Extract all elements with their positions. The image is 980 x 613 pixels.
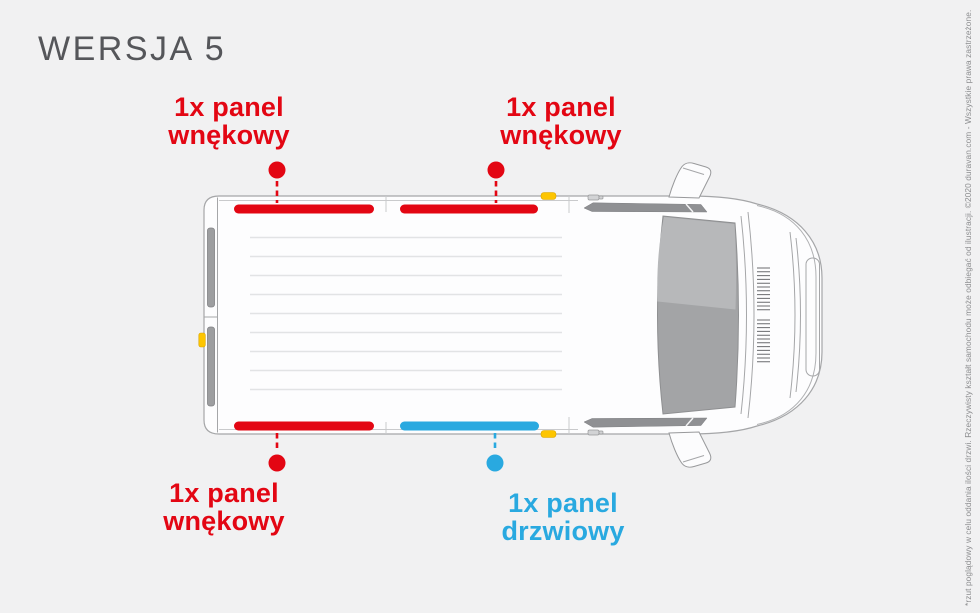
label-panel-wnekowy-bottom-left: 1x panel wnękowy (119, 479, 329, 535)
bumper-panel (805, 257, 820, 377)
label-line: 1x panel (506, 92, 616, 122)
side-mirror-bottom (668, 431, 712, 468)
side-door-handle-top (540, 192, 557, 200)
label-line: 1x panel (169, 478, 279, 508)
side-door-handle-bottom (540, 430, 557, 438)
door-latch-top (587, 194, 604, 201)
hood-vents (757, 267, 770, 363)
label-line: drzwiowy (501, 516, 625, 546)
hood-and-grille-lines (740, 205, 820, 425)
copyright-footnote: *rzut poglądowy w celu oddania ilości dr… (963, 9, 973, 606)
windshield (657, 215, 739, 415)
rear-door-strip-bottom (207, 326, 215, 407)
label-line: wnękowy (168, 120, 290, 150)
panel-bar-top-right (400, 204, 538, 214)
rear-door-strip-top (207, 227, 215, 308)
label-panel-wnekowy-top-right: 1x panel wnękowy (456, 93, 666, 149)
side-mirror-top (668, 162, 712, 199)
door-latch-bottom (587, 429, 604, 436)
label-line: wnękowy (500, 120, 622, 150)
cargo-floor-ribs (250, 236, 562, 391)
label-line: 1x panel (508, 488, 618, 518)
rear-door-handle (198, 332, 206, 348)
marker-bottom-left (268, 433, 286, 472)
marker-top-right (487, 161, 505, 203)
panel-bar-bottom-left (234, 421, 374, 431)
label-line: 1x panel (174, 92, 284, 122)
cowl-strip-bottom (583, 417, 708, 428)
marker-bottom-right (486, 433, 504, 472)
panel-bar-bottom-right (400, 421, 539, 431)
cowl-strip-top (583, 202, 708, 213)
panel-bar-top-left (234, 204, 374, 214)
label-panel-drzwiowy-bottom-right: 1x panel drzwiowy (458, 489, 668, 545)
page-title: WERSJA 5 (38, 30, 227, 68)
label-panel-wnekowy-top-left: 1x panel wnękowy (124, 93, 334, 149)
label-line: wnękowy (163, 506, 285, 536)
marker-top-left (268, 161, 286, 203)
